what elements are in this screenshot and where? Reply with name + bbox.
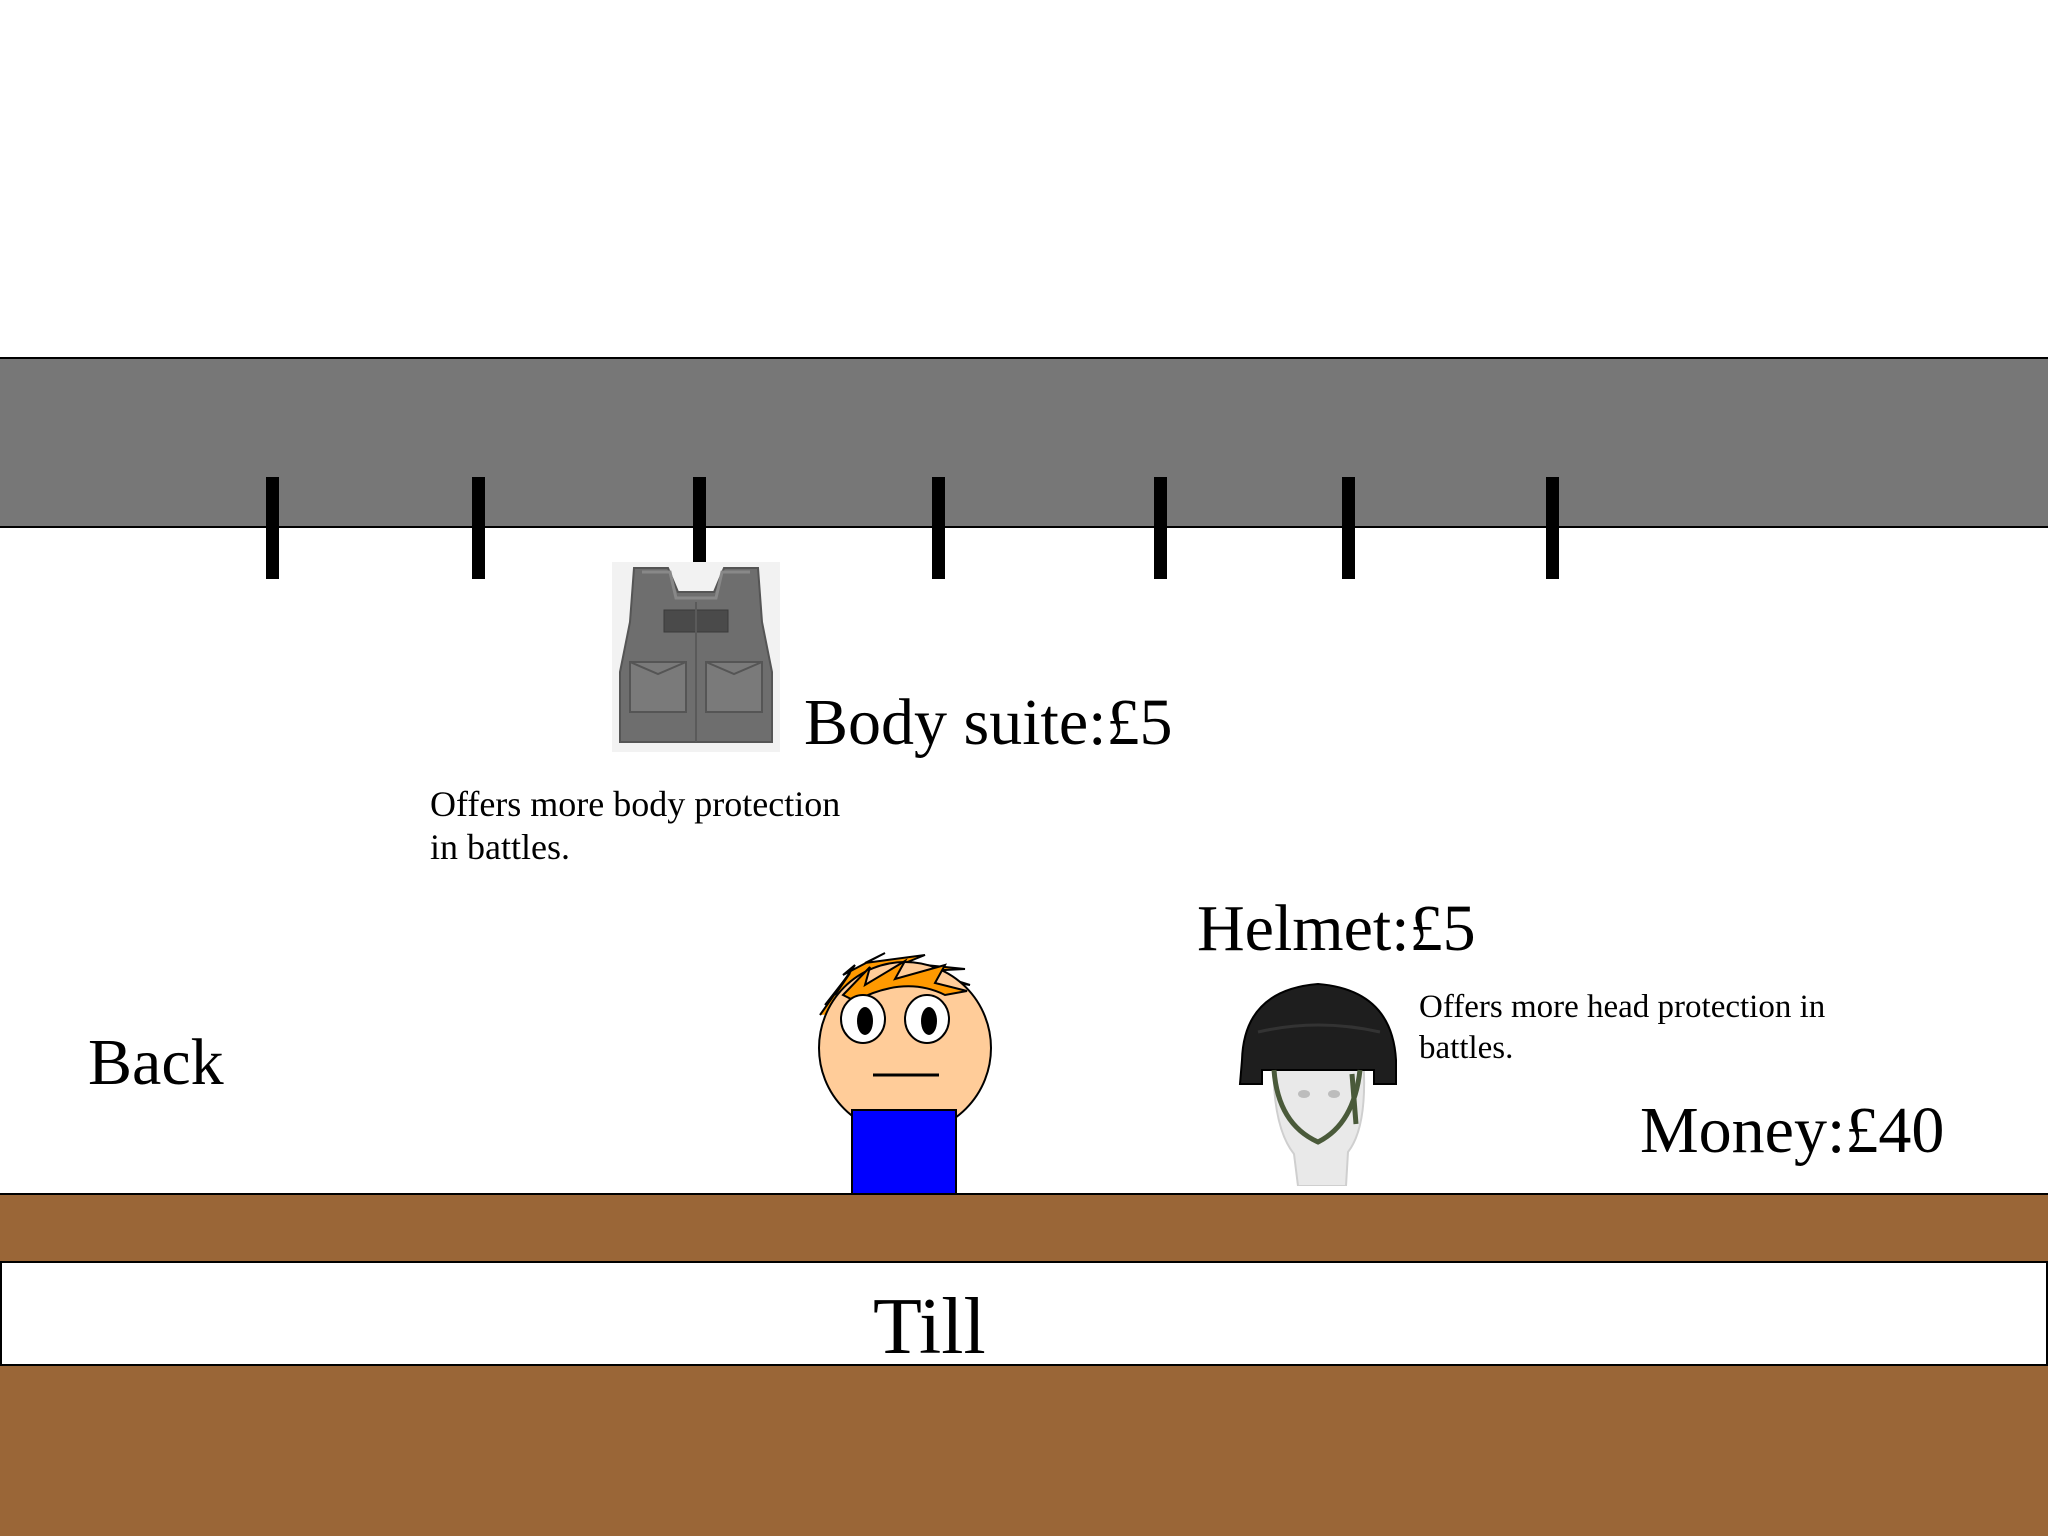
shelf-hook	[1546, 477, 1559, 579]
description-line: in battles.	[430, 827, 570, 867]
body-suit-price[interactable]: Body suite:£5	[804, 686, 1173, 759]
description-line: Offers more body protection	[430, 784, 841, 824]
till-button[interactable]: Till	[873, 1283, 986, 1371]
shelf-hook	[1154, 477, 1167, 579]
shelf-rail	[0, 357, 2048, 528]
body-suit-image[interactable]	[612, 562, 780, 752]
shelf-hook	[693, 477, 706, 579]
helmet-description: Offers more head protection in battles.	[1419, 987, 1825, 1069]
money-display: Money:£40	[1640, 1094, 1945, 1167]
shelf-hook	[1342, 477, 1355, 579]
shelf-hook	[472, 477, 485, 579]
description-line: battles.	[1419, 1030, 1514, 1066]
back-button[interactable]: Back	[88, 1026, 224, 1099]
till-panel[interactable]	[0, 1263, 2048, 1365]
shopkeeper-character	[818, 952, 992, 1195]
shelf-hook	[932, 477, 945, 579]
helmet-price[interactable]: Helmet:£5	[1197, 892, 1476, 965]
helmet-image[interactable]	[1234, 974, 1402, 1186]
counter-front	[0, 1364, 2048, 1536]
counter-top	[0, 1193, 2048, 1263]
description-line: Offers more head protection in	[1419, 989, 1826, 1025]
body-suit-description: Offers more body protection in battles.	[430, 783, 840, 869]
shelf-hook	[266, 477, 279, 579]
